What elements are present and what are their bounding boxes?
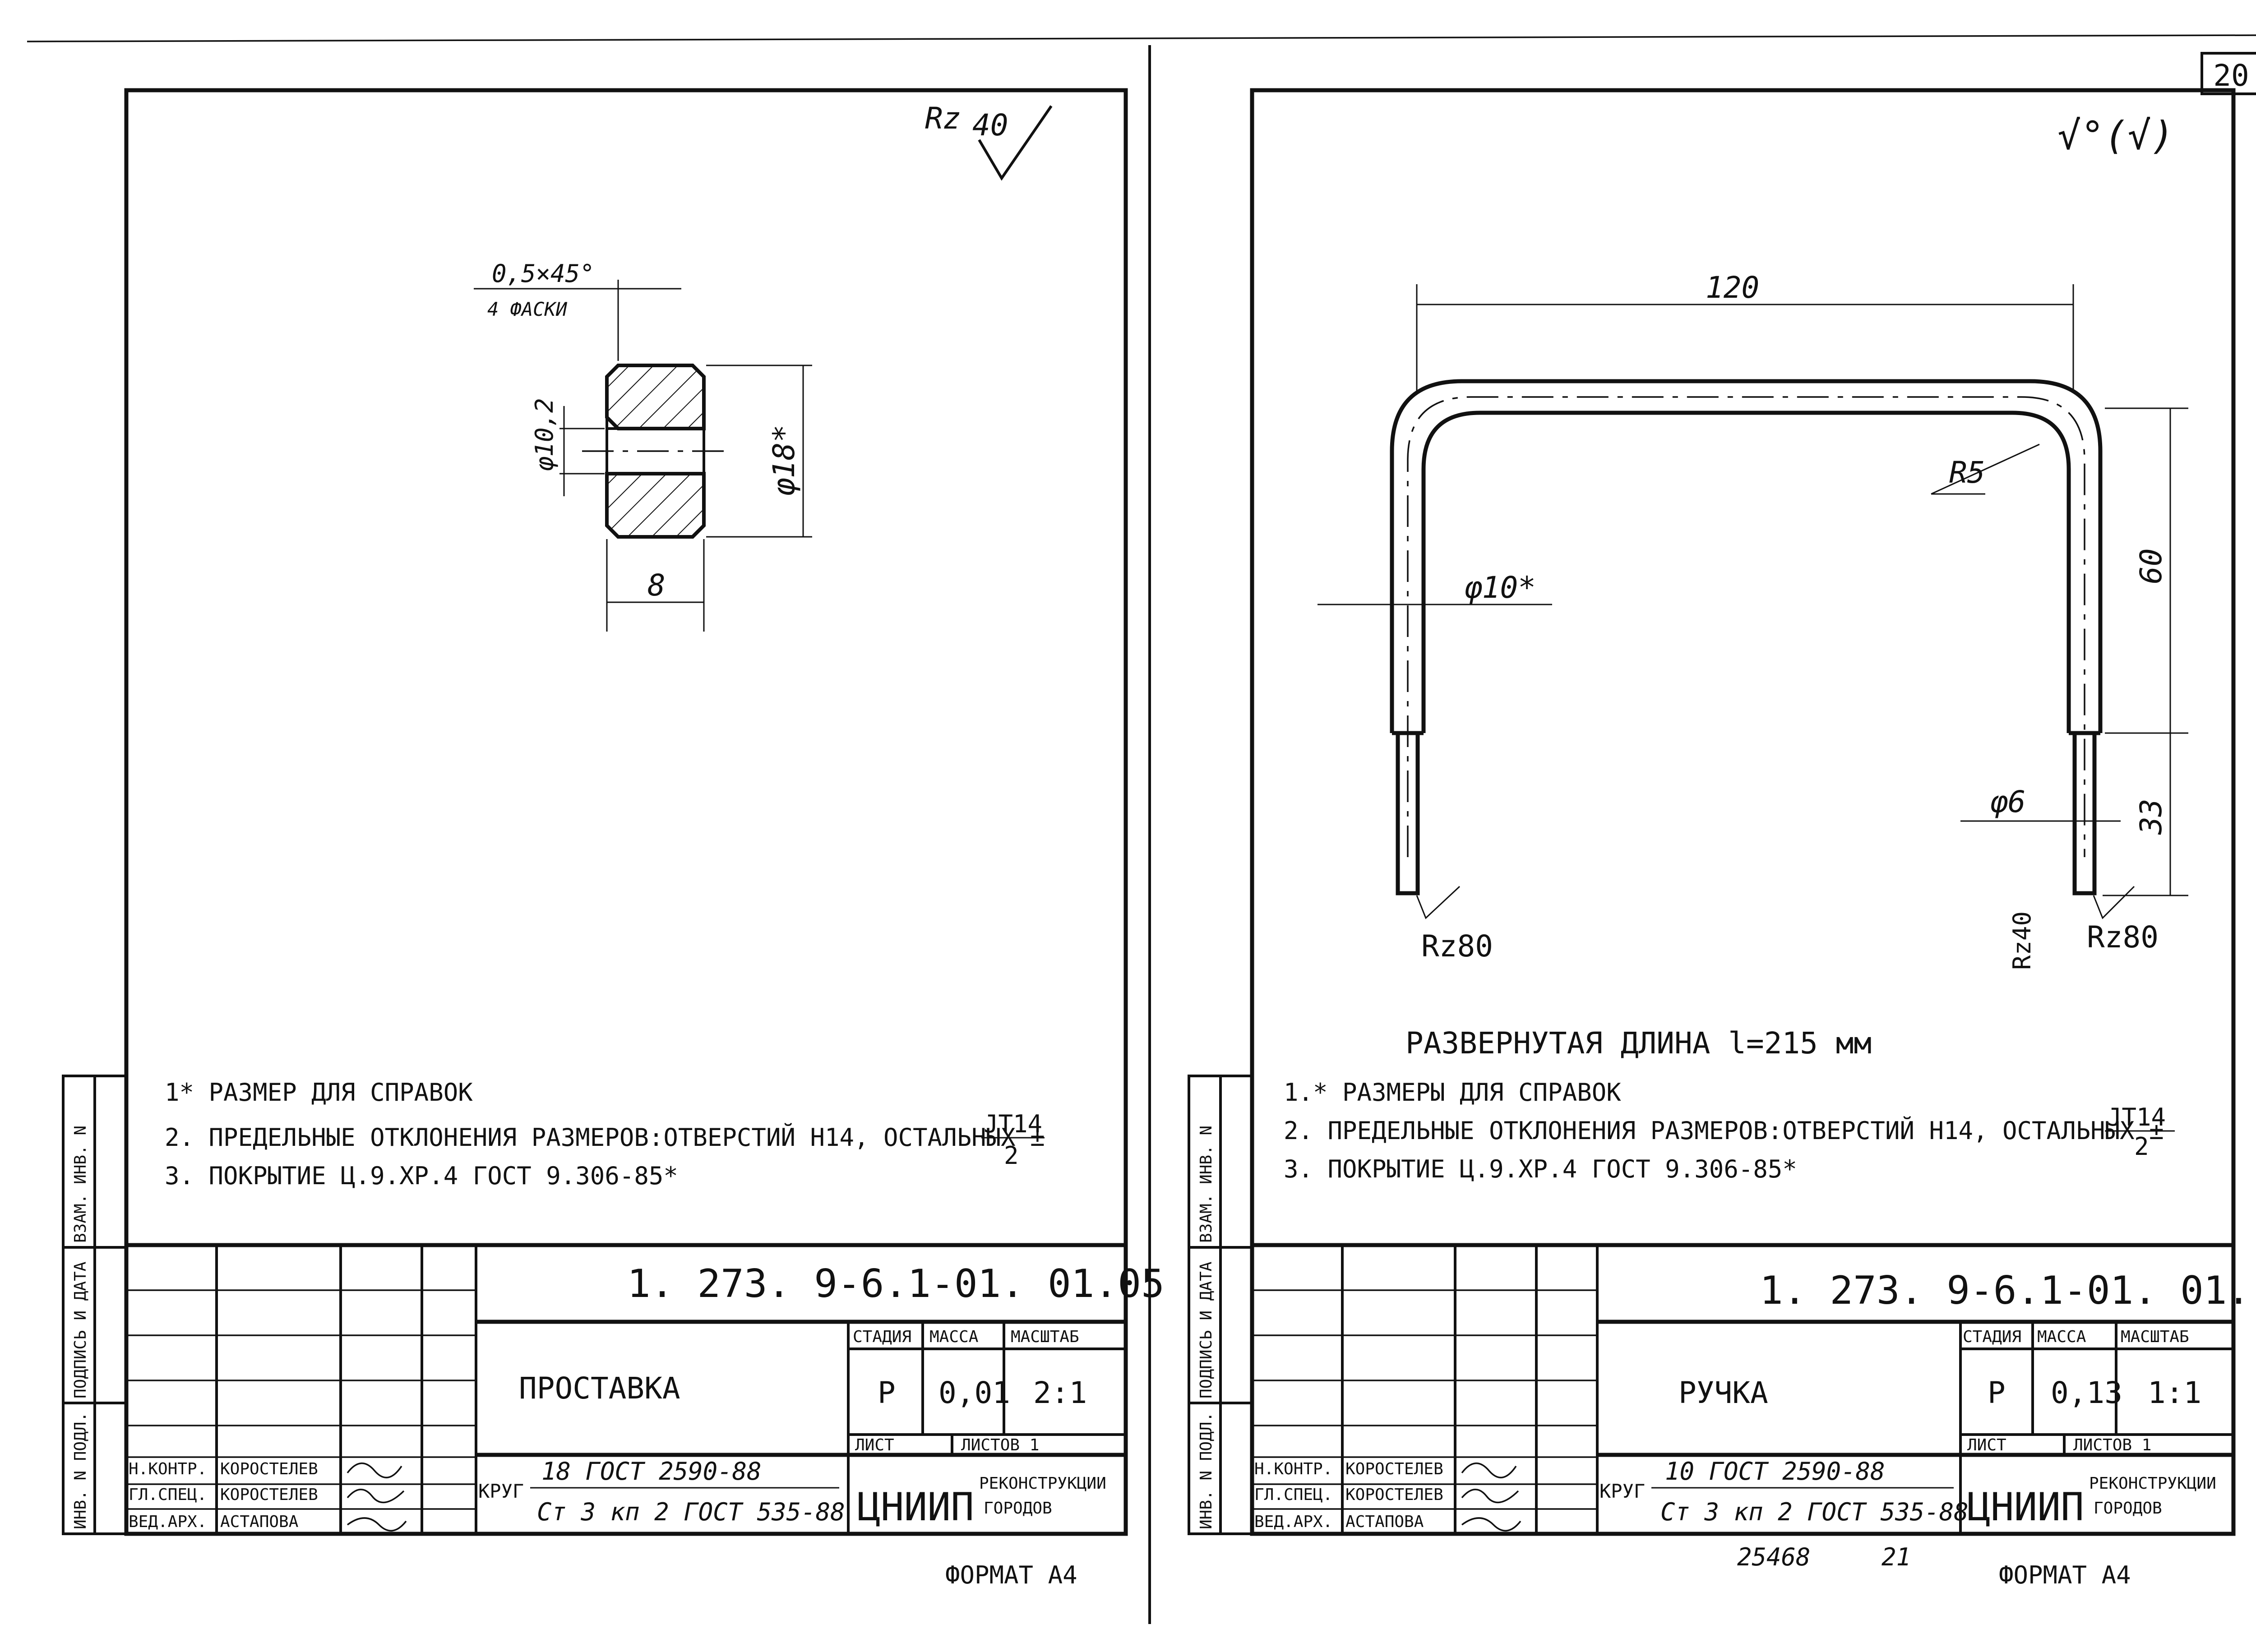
left-material-bottom: Ст 3 кп 2 ГОСТ 535-88 (537, 1498, 845, 1526)
spacer-part-view (582, 364, 726, 539)
left-note-1: 1* РАЗМЕР ДЛЯ СПРАВОК (165, 1078, 473, 1107)
right-scale: 1:1 (2148, 1375, 2201, 1410)
left-part-name: ПРОСТАВКА (519, 1371, 680, 1406)
left-org-line1: РЕКОНСТРУКЦИИ (979, 1474, 1106, 1493)
developed-length: РАЗВЕРНУТАЯ ДЛИНА l=215 мм (1405, 1026, 1872, 1061)
rough-right: Rz80 (2087, 920, 2159, 955)
right-org-main: ЦНИИП (1967, 1485, 2084, 1530)
handle-part-view (1390, 379, 2103, 895)
right-sheets-label: ЛИСТОВ 1 (2073, 1436, 2151, 1454)
left-role-2: ГЛ.СПЕЦ. (129, 1486, 207, 1504)
right-note-1: 1.* РАЗМЕРЫ ДЛЯ СПРАВОК (1284, 1078, 1621, 1107)
left-note-2: 2. ПРЕДЕЛЬНЫЕ ОТКЛОНЕНИЯ РАЗМЕРОВ:ОТВЕРС… (165, 1123, 1045, 1152)
left-role-3: ВЕД.АРХ. (129, 1513, 207, 1531)
right-col-stage: СТАДИЯ (1963, 1328, 2021, 1346)
left-person-1: КОРОСТЕЛЕВ (220, 1460, 318, 1478)
right-format: ФОРМАТ А4 (1999, 1561, 2131, 1589)
left-tol-den: 2 (1004, 1141, 1019, 1170)
top-edge-line (27, 34, 2256, 42)
signature-scribbles (1461, 1463, 1521, 1532)
archive-no: 25468 (1737, 1543, 1811, 1571)
left-strip-sign: ПОДПИСЬ И ДАТА (71, 1261, 90, 1398)
left-strip-inv: ИНВ. N ПОДЛ. (71, 1412, 90, 1529)
dim-outer: φ18* (767, 425, 801, 496)
left-material-prefix: КРУГ (478, 1480, 524, 1502)
right-col-scale: МАСШТАБ (2121, 1328, 2189, 1346)
left-org-line2: ГОРОДОВ (984, 1499, 1052, 1518)
right-strip-inv: ИНВ. N ПОДЛ. (1197, 1412, 1216, 1529)
left-sheet-label: ЛИСТ (855, 1436, 894, 1454)
left-role-1: Н.КОНТР. (129, 1460, 207, 1478)
left-person-2: КОРОСТЕЛЕВ (220, 1486, 318, 1504)
left-title-block: 1. 273. 9-6.1-01. 01.05 ПРОСТАВКА СТАДИЯ… (126, 1243, 1165, 1534)
right-material-top: 10 ГОСТ 2590-88 (1665, 1457, 1885, 1486)
right-org-line2: ГОРОДОВ (2094, 1499, 2162, 1518)
right-person-3: АСТАПОВА (1345, 1513, 1424, 1531)
signature-scribbles (347, 1463, 407, 1532)
dim-radius: R5 (1949, 455, 1985, 490)
dim-pin: φ6 (1990, 784, 2025, 819)
dim-width: 120 (1706, 270, 1759, 305)
left-col-mass: МАССА (929, 1328, 979, 1346)
dim-rod: φ10* (1464, 570, 1536, 605)
left-person-3: АСТАПОВА (220, 1513, 299, 1531)
right-tol-den: 2 (2134, 1132, 2149, 1161)
roughness-check-icon (978, 105, 1053, 181)
page-number-box (2201, 52, 2256, 95)
page-number: 20 (2213, 58, 2249, 93)
left-stage: Р (878, 1375, 896, 1410)
rough-left: Rz80 (1421, 929, 1493, 964)
right-part-name: РУЧКА (1678, 1375, 1768, 1410)
left-mass: 0,01 (938, 1375, 1010, 1410)
right-sheet: ИНВ. N ПОДЛ. ПОДПИСЬ И ДАТА ВЗАМ. ИНВ. N… (1188, 88, 2256, 1589)
right-note-3: 3. ПОКРЫТИЕ Ц.9.ХР.4 ГОСТ 9.306-85* (1284, 1155, 1797, 1183)
left-scale: 2:1 (1033, 1375, 1087, 1410)
right-stage: Р (1988, 1375, 2006, 1410)
chamfer-note: 4 ФАСКИ (487, 298, 568, 320)
dim-pin-len: 33 (2134, 799, 2168, 835)
right-pin (2072, 731, 2097, 895)
right-col-mass: МАССА (2037, 1328, 2086, 1346)
right-strip-replace: ВЗАМ. ИНВ. N (1197, 1126, 1216, 1243)
right-material-bottom: Ст 3 кп 2 ГОСТ 535-88 (1660, 1498, 1969, 1526)
left-pin (1396, 731, 1420, 895)
right-tol-num: JT14 (2107, 1103, 2166, 1131)
right-sheet-label: ЛИСТ (1967, 1436, 2006, 1454)
right-frame (1250, 88, 2236, 1536)
left-tol-num: JT14 (984, 1110, 1042, 1138)
right-person-2: КОРОСТЕЛЕВ (1345, 1486, 1443, 1504)
archive-sheet: 21 (1882, 1543, 1911, 1571)
rough-mid: Rz40 (2008, 911, 2036, 970)
left-format: ФОРМАТ А4 (945, 1561, 1077, 1589)
left-roughness-prefix: Rz (925, 101, 961, 136)
left-sheets-label: ЛИСТОВ 1 (961, 1436, 1039, 1454)
right-designation: 1. 273. 9-6.1-01. 01. 06 (1760, 1268, 2256, 1313)
right-role-2: ГЛ.СПЕЦ. (1254, 1486, 1332, 1504)
left-strip-replace: ВЗАМ. ИНВ. N (71, 1126, 90, 1243)
right-note-2: 2. ПРЕДЕЛЬНЫЕ ОТКЛОНЕНИЯ РАЗМЕРОВ:ОТВЕРС… (1284, 1117, 2164, 1145)
right-person-1: КОРОСТЕЛЕВ (1345, 1460, 1443, 1478)
right-strip-sign: ПОДПИСЬ И ДАТА (1197, 1261, 1216, 1398)
left-frame (124, 88, 1128, 1536)
left-org-main: ЦНИИП (857, 1485, 974, 1530)
left-col-stage: СТАДИЯ (853, 1328, 911, 1346)
right-role-1: Н.КОНТР. (1254, 1460, 1332, 1478)
right-org-line1: РЕКОНСТРУКЦИИ (2089, 1474, 2216, 1493)
left-sheet: ИНВ. N ПОДЛ. ПОДПИСЬ И ДАТА ВЗАМ. ИНВ. N… (62, 88, 1165, 1589)
right-roughness: √°(√) (2057, 113, 2174, 158)
right-material-prefix: КРУГ (1600, 1480, 1645, 1502)
right-title-block: 1. 273. 9-6.1-01. 01. 06 РУЧКА СТАДИЯ МА… (1252, 1243, 2256, 1534)
left-note-3: 3. ПОКРЫТИЕ Ц.9.ХР.4 ГОСТ 9.306-85* (165, 1162, 678, 1190)
right-role-3: ВЕД.АРХ. (1254, 1513, 1332, 1531)
left-col-scale: МАСШТАБ (1011, 1328, 1079, 1346)
dim-length: 8 (647, 568, 666, 603)
left-designation: 1. 273. 9-6.1-01. 01.05 (627, 1261, 1165, 1306)
left-roughness-value: 40 (972, 108, 1008, 143)
right-mass: 0,13 (2051, 1375, 2122, 1410)
left-material-top: 18 ГОСТ 2590-88 (541, 1457, 762, 1486)
dim-height: 60 (2134, 549, 2168, 584)
dim-bore: φ10,2 (530, 398, 559, 471)
chamfer-label: 0,5×45° (492, 259, 595, 288)
